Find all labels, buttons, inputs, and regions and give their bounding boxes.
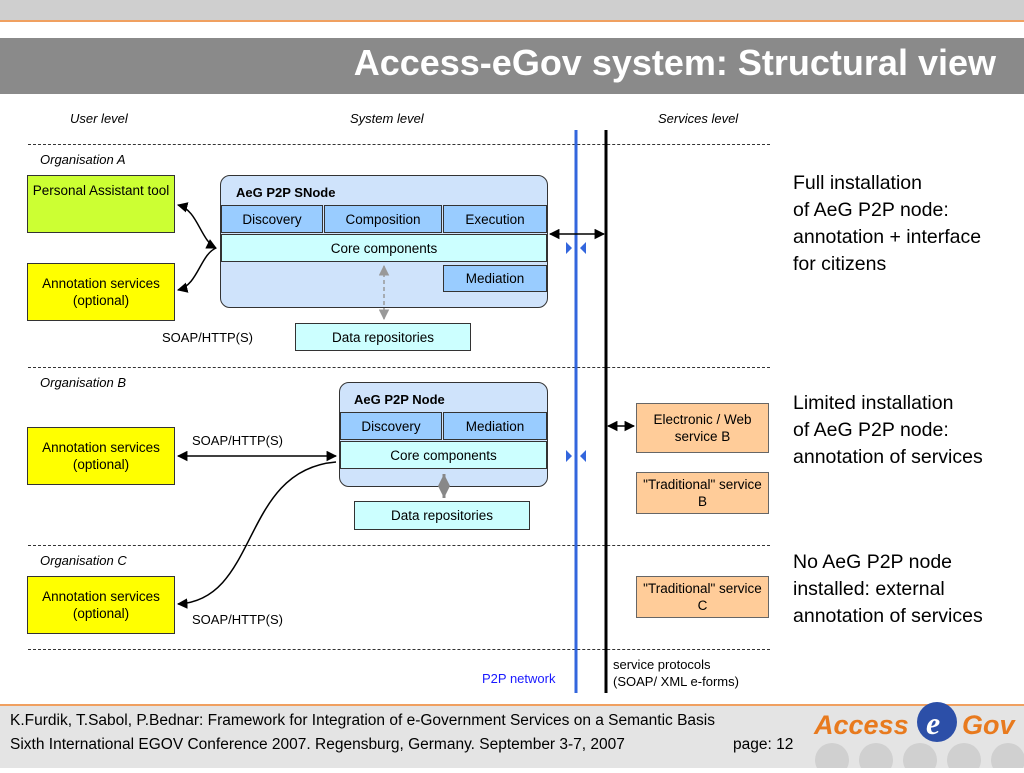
- soap-label-b: SOAP/HTTP(S): [192, 433, 284, 448]
- mediation-a: Mediation: [443, 265, 547, 292]
- p2p-joint-a: [566, 242, 586, 254]
- separator-top: [28, 144, 770, 145]
- personal-assistant-tool: Personal Assistant tool: [27, 175, 175, 233]
- footer-band: [0, 704, 1024, 768]
- p2p-joint-b: [566, 450, 586, 462]
- logo-e-text: e: [926, 705, 940, 741]
- title-bar: [0, 38, 1024, 94]
- separator-bottom: [28, 649, 770, 650]
- separator-bc: [28, 545, 770, 546]
- footer-accent: [0, 704, 1024, 706]
- composition-a: Composition: [324, 205, 442, 233]
- footer-conference: Sixth International EGOV Conference 2007…: [10, 736, 625, 753]
- org-b-label: Organisation B: [40, 375, 126, 390]
- pa-to-core-arrow: [176, 202, 217, 249]
- footer-citation: K.Furdik, T.Sabol, P.Bednar: Framework f…: [10, 712, 716, 729]
- page-title: Access-eGov system: Structural view: [353, 42, 996, 83]
- execution-a: Execution: [443, 205, 547, 233]
- user-level-label: User level: [70, 111, 128, 126]
- service-protocols-label: service protocols: [613, 657, 711, 672]
- org-a-label: Organisation A: [40, 152, 126, 167]
- side-note-b: Limited installation of AeG P2P node: an…: [793, 392, 983, 468]
- core-components-b: Core components: [340, 441, 547, 469]
- side-note-c: No AeG P2P node installed: external anno…: [793, 551, 983, 627]
- discovery-a: Discovery: [221, 205, 323, 233]
- annotation-services-b: Annotation services (optional): [27, 427, 175, 485]
- accent-line: [0, 20, 1024, 22]
- data-repositories-a: Data repositories: [295, 323, 471, 351]
- org-c-label: Organisation C: [40, 553, 127, 568]
- logo-access-text: Access: [813, 710, 909, 740]
- mediation-b: Mediation: [443, 412, 547, 440]
- service-protocols-sub: (SOAP/ XML e-forms): [613, 674, 739, 689]
- node-b-title: AeG P2P Node: [354, 392, 445, 407]
- annotation-a-to-core-arrow: [176, 247, 217, 293]
- separator-ab: [28, 367, 770, 368]
- logo-graphic: Access e Gov: [813, 702, 1024, 773]
- access-egov-logo: Access e Gov: [810, 700, 1024, 773]
- traditional-service-b: "Traditional" service B: [636, 472, 769, 514]
- top-band: [0, 0, 1024, 20]
- snode-title: AeG P2P SNode: [236, 185, 336, 200]
- footer-page-number: page: 12: [733, 736, 794, 753]
- core-components-a: Core components: [221, 234, 547, 262]
- soap-label-a: SOAP/HTTP(S): [162, 330, 254, 345]
- logo-gov-text: Gov: [962, 710, 1016, 740]
- web-service-b: Electronic / Web service B: [636, 403, 769, 453]
- services-level-label: Services level: [658, 111, 739, 126]
- side-note-a: Full installation of AeG P2P node: annot…: [793, 172, 982, 275]
- annotation-services-c: Annotation services (optional): [27, 576, 175, 634]
- soap-label-c: SOAP/HTTP(S): [192, 612, 284, 627]
- p2p-network-label: P2P network: [482, 671, 556, 686]
- system-level-label: System level: [350, 111, 424, 126]
- data-repositories-b: Data repositories: [354, 501, 530, 530]
- annotation-c-to-core-arrow: [176, 461, 337, 609]
- traditional-service-c: "Traditional" service C: [636, 576, 769, 618]
- annotation-services-a: Annotation services (optional): [27, 263, 175, 321]
- discovery-b: Discovery: [340, 412, 442, 440]
